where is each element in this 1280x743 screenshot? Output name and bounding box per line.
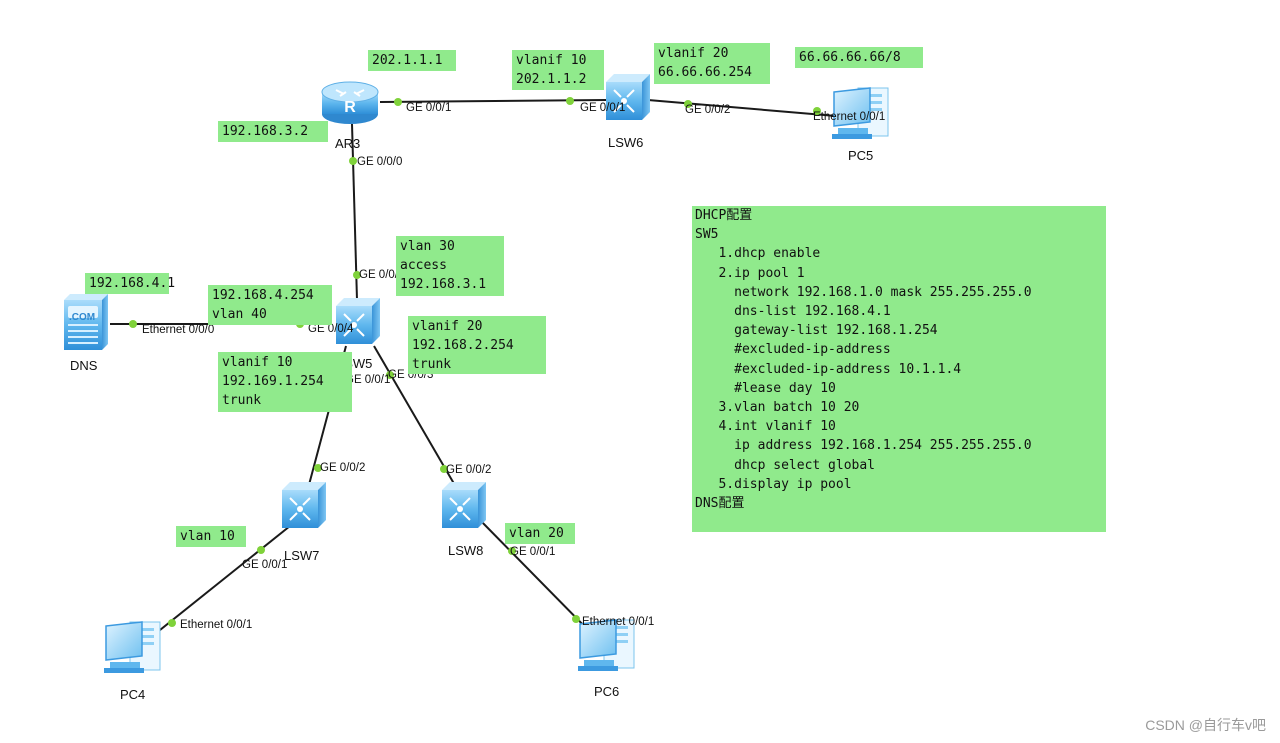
- port-dot: [572, 615, 580, 623]
- note-lsw6-vlanif10: vlanif 10 202.1.1.2: [512, 50, 604, 90]
- port-label: Ethernet 0/0/1: [813, 111, 886, 123]
- pc-icon[interactable]: [103, 621, 161, 674]
- watermark: CSDN @自行车v吧: [1145, 717, 1266, 733]
- link-ar3-lsw5: [351, 123, 358, 301]
- port-dot: [168, 619, 176, 627]
- port-label: GE 0/0/1: [345, 374, 391, 386]
- port-dot: [813, 107, 821, 115]
- pc5-label: PC5: [848, 148, 874, 163]
- note-lsw7-vlan10: vlan 10: [176, 526, 246, 547]
- note-dns-ip: 192.168.4.1: [85, 273, 175, 294]
- config-line: #excluded-ip-address: [695, 342, 891, 358]
- port-label: GE 0/0/1: [242, 559, 288, 571]
- note-lsw8-vlan20: vlan 20: [505, 523, 575, 544]
- port-dot: [684, 100, 692, 108]
- port-dot: [314, 464, 322, 472]
- port-dot: [257, 546, 265, 554]
- port-label: GE 0/0/1: [510, 546, 556, 558]
- pc4-label: PC4: [120, 687, 146, 702]
- note-lsw5-vlan30: vlan 30 access 192.168.3.1: [396, 236, 504, 296]
- port-label: GE 0/0/1: [580, 102, 626, 114]
- port-label: Ethernet 0/0/0: [142, 324, 215, 336]
- config-line: DHCP配置: [695, 208, 753, 223]
- config-line: ip address 192.168.1.254 255.255.255.0: [695, 438, 1032, 454]
- port-dot: [353, 271, 361, 279]
- note-lsw6-vlanif20: vlanif 20 66.66.66.254: [654, 43, 770, 84]
- config-line: DNS配置: [695, 496, 745, 512]
- port-label: GE 0/0/2: [685, 104, 731, 116]
- switch-icon[interactable]: [335, 297, 381, 345]
- config-line: gateway-list 192.168.1.254: [695, 323, 938, 339]
- config-line: 5.display ip pool: [695, 476, 852, 492]
- config-line: 2.ip pool 1: [695, 265, 805, 281]
- port-label: GE 0/0/1: [406, 102, 452, 114]
- port-label: Ethernet 0/0/1: [582, 616, 655, 628]
- dhcp-config-panel: DHCP配置 SW5 1.dhcp enable 2.ip pool 1 net…: [692, 206, 1106, 532]
- port-label: GE 0/0/0: [357, 156, 403, 168]
- note-ar3-lan-ip: 192.168.3.2: [218, 121, 328, 142]
- note-lsw5-vlanif20: vlanif 20 192.168.2.254 trunk: [408, 316, 546, 374]
- port-label: GE 0/0/2: [320, 462, 366, 474]
- config-line: #excluded-ip-address 10.1.1.4: [695, 361, 962, 377]
- port-dot: [440, 465, 448, 473]
- lsw7-label: LSW7: [284, 548, 320, 563]
- config-line: network 192.168.1.0 mask 255.255.255.0: [695, 284, 1032, 300]
- port-dot: [566, 97, 574, 105]
- port-label: GE 0/0/2: [446, 464, 492, 476]
- config-line: 3.vlan batch 10 20: [695, 400, 860, 416]
- switch-icon[interactable]: [441, 481, 487, 529]
- note-lsw5-vlanif10: vlanif 10 192.169.1.254 trunk: [218, 352, 352, 412]
- config-line: SW5: [695, 227, 719, 243]
- config-line: #lease day 10: [695, 380, 836, 396]
- note-ar3-public-ip: 202.1.1.1: [368, 50, 456, 71]
- note-lsw5-vlan40: 192.168.4.254 vlan 40: [208, 285, 332, 325]
- dns-label: DNS: [70, 358, 98, 373]
- port-dot: [386, 371, 394, 379]
- pc6-label: PC6: [594, 684, 620, 699]
- lsw6-label: LSW6: [608, 135, 644, 150]
- config-line: dhcp select global: [695, 457, 876, 473]
- port-label: Ethernet 0/0/1: [180, 619, 253, 631]
- config-line: 1.dhcp enable: [695, 246, 821, 262]
- port-dot: [508, 547, 516, 555]
- port-dot: [129, 320, 137, 328]
- port-dot: [349, 157, 357, 165]
- dns-badge: .COM: [69, 312, 95, 323]
- link-lsw6-pc5: [647, 99, 837, 117]
- port-dot: [394, 98, 402, 106]
- switch-icon[interactable]: [281, 481, 327, 529]
- ar3-label: AR3: [335, 136, 361, 151]
- config-line: 4.int vlanif 10: [695, 419, 836, 435]
- port-label: GE 0/0/2: [359, 269, 405, 281]
- lsw8-label: LSW8: [448, 543, 484, 558]
- port-label: GE 0/0/4: [308, 323, 354, 335]
- router-icon[interactable]: [321, 81, 379, 125]
- note-pc5-ip: 66.66.66.66/8: [795, 47, 923, 68]
- config-line: dns-list 192.168.4.1: [695, 304, 891, 320]
